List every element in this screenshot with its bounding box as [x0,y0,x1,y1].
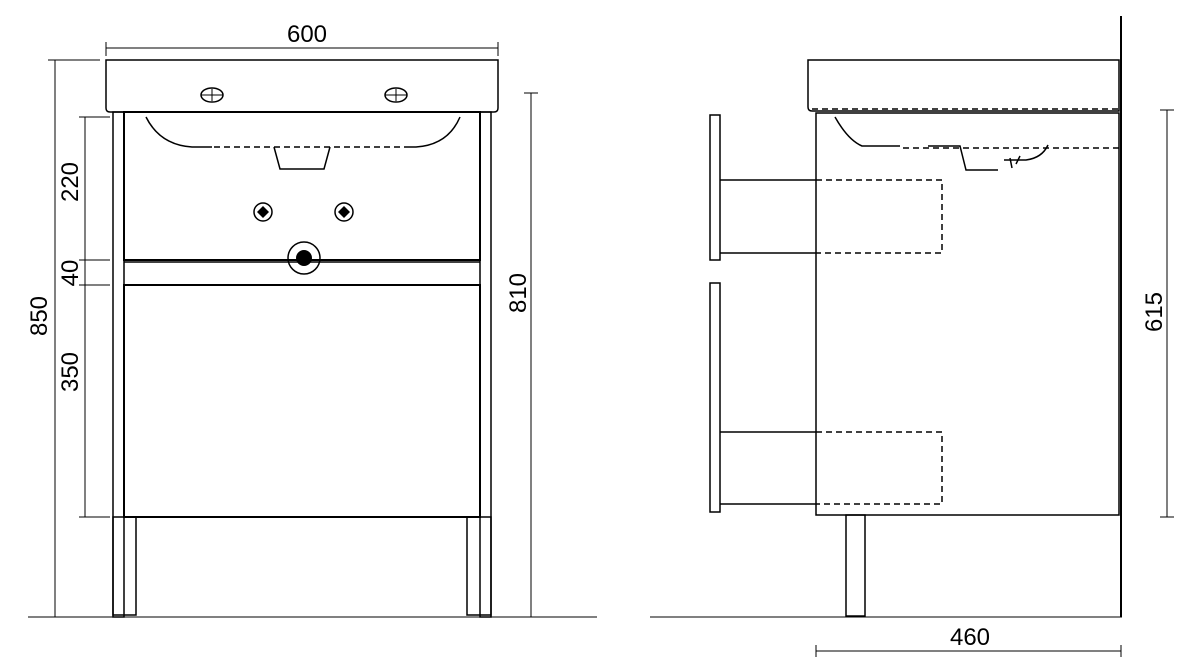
dim-side-height: 615 [1141,109,1174,518]
side-cabinet-body [815,112,1120,516]
label-inner-height: 810 [505,273,532,313]
drain-pipe [287,241,321,275]
bottom-drawer-panel [123,284,481,518]
label-bottom-drawer-height: 350 [57,352,84,392]
dim-side-depth: 460 [815,624,1122,657]
faucet-hole-left [200,87,224,103]
front-left-post [112,111,125,618]
side-siphon [1009,155,1021,169]
side-countertop [807,59,1120,112]
label-total-height: 850 [26,296,53,336]
side-top-drawer-front [709,114,721,261]
dim-front-width: 600 [105,21,499,56]
side-basin-right [928,144,1049,171]
screw-left [253,202,273,222]
front-view: 600 850 220 40 350 810 [26,21,597,618]
basin-siphon [273,146,331,170]
screw-right [334,202,354,222]
side-top-drawer-hidden [816,179,943,254]
front-right-foot [466,516,492,616]
label-top-drawer-height: 220 [57,162,84,202]
dim-front-inner-height: 810 [505,92,538,617]
side-basin-left [834,116,900,147]
dim-front-total-height: 850 [26,59,100,617]
side-bottom-drawer-front [709,282,721,513]
dim-front-segments: 220 40 350 [57,116,110,518]
faucet-hole-right [384,87,408,103]
side-bottom-drawer-hidden [816,431,943,505]
front-countertop [105,59,499,113]
front-right-post [479,111,492,618]
basin-contour-right [404,116,461,148]
label-width-front: 600 [287,21,327,48]
basin-contour [145,116,212,148]
label-gap-height: 40 [57,260,84,287]
side-view: 615 460 [650,16,1174,657]
label-side-depth: 460 [950,624,990,651]
side-foot [845,514,866,617]
label-side-height: 615 [1141,292,1168,332]
top-drawer-panel [123,111,481,261]
